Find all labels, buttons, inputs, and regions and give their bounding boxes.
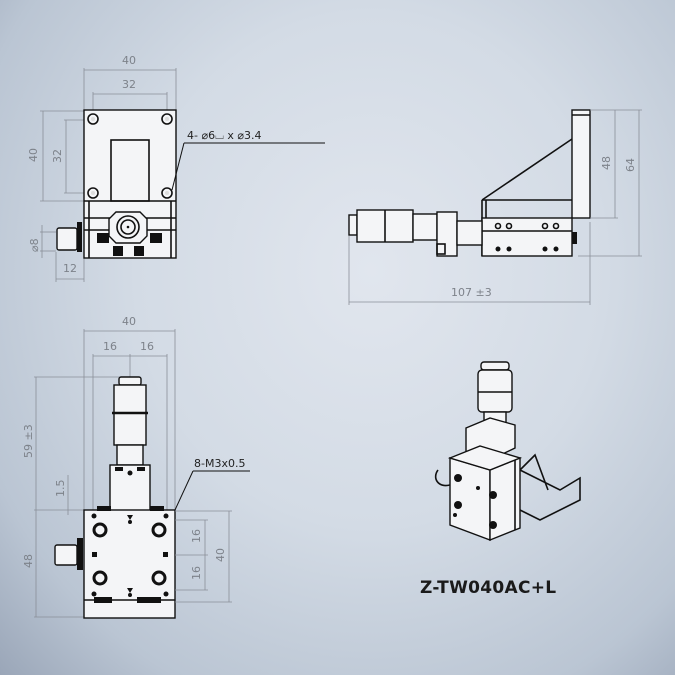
dim-total-height: 64 xyxy=(624,158,637,172)
dim-front-height: 40 xyxy=(27,148,40,162)
dim-hole-span: 40 xyxy=(214,548,227,562)
isometric-view xyxy=(434,361,581,542)
dim-total-length: 107 ±3 xyxy=(451,286,492,299)
dim-bracket-height: 48 xyxy=(600,156,613,170)
front-hole-callout: 4- ⌀6⌴ x ⌀3.4 xyxy=(187,129,262,142)
dim-top-width: 40 xyxy=(122,315,136,328)
dim-knob-length: 12 xyxy=(63,262,77,275)
top-view: 40 16 16 59 ±3 1.5 48 xyxy=(22,315,250,619)
dim-base-height: 48 xyxy=(22,554,35,568)
dim-hole-pitch-upper: 16 xyxy=(190,529,203,543)
thread-callout: 8-M3x0.5 xyxy=(194,457,245,470)
dim-knob-diameter: ⌀8 xyxy=(28,238,41,252)
dim-top-half-right: 16 xyxy=(140,340,154,353)
front-view: 40 32 40 32 ⌀8 12 xyxy=(27,54,325,282)
model-label: Z-TW040AC+L xyxy=(420,578,557,598)
dim-front-width: 40 xyxy=(122,54,136,67)
dim-offset: 1.5 xyxy=(54,480,67,498)
dim-front-holes-width: 32 xyxy=(122,78,136,91)
dim-front-holes-height: 32 xyxy=(51,149,64,163)
side-view: 48 64 107 ±3 xyxy=(348,109,642,305)
dim-hole-pitch-lower: 16 xyxy=(190,566,203,580)
dim-micrometer-height: 59 ±3 xyxy=(22,424,35,458)
dim-top-half-left: 16 xyxy=(103,340,117,353)
